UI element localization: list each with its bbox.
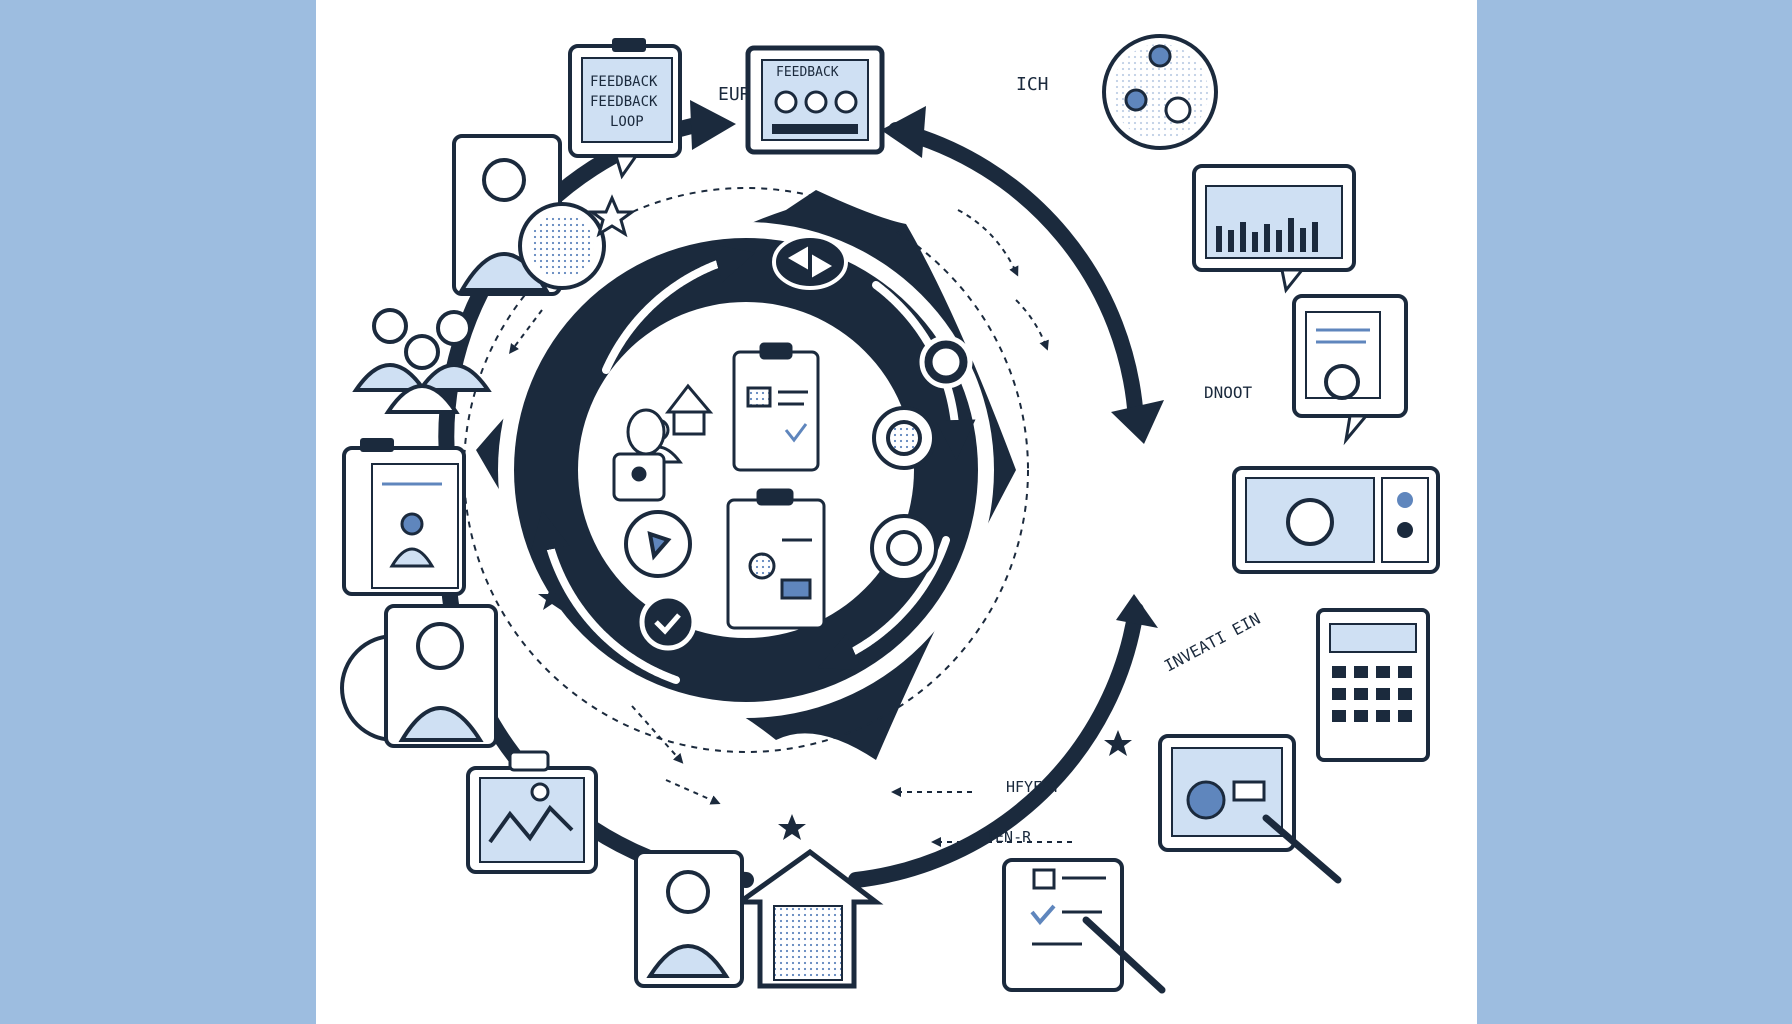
group-people-icon <box>352 308 492 414</box>
diagram-canvas: FEEDBACK FEEDBACK LOOP EURAIDH FEEDBACK … <box>316 0 1477 1024</box>
clipboard-text-line1: FEEDBACK <box>590 74 658 90</box>
outer-arrowheads <box>690 100 1164 628</box>
check-circle-icon <box>639 593 697 651</box>
network-map-icon <box>1102 34 1218 150</box>
clipboard-icon-top <box>732 342 820 472</box>
right-label: DNOOT <box>1204 383 1253 402</box>
bottom-label-1: HFYEST <box>1006 778 1060 796</box>
ring-gear-icon <box>919 335 973 389</box>
house-icon-small <box>664 383 714 436</box>
graph-board-icon <box>466 750 598 874</box>
document-stamp-icon <box>1292 294 1408 446</box>
checklist-pen-icon <box>1002 858 1166 994</box>
chart-monitor-icon <box>1192 164 1356 294</box>
presentation-pen-icon <box>1158 734 1342 884</box>
clipboard-text-line3: LOOP <box>610 114 644 130</box>
right-lower-label: INVEATI EIN <box>1161 609 1263 676</box>
house-icon <box>732 848 884 989</box>
lock-person-icon <box>612 408 666 502</box>
person-bust-icon <box>634 850 744 988</box>
gear-icon <box>624 406 938 582</box>
clipboard-person-icon <box>342 438 466 596</box>
board-title: FEEDBACK <box>776 65 839 80</box>
person-portrait-icon <box>340 604 498 748</box>
person-globe-icon <box>452 134 637 296</box>
control-panel-icon <box>1232 466 1440 574</box>
clipboard-text-line2: FEEDBACK <box>590 94 658 110</box>
bottom-label-2: TEN-R <box>986 828 1032 846</box>
clipboard-icon-bottom <box>726 488 826 630</box>
top-right-label: ICH <box>1016 74 1049 95</box>
feedback-board-icon <box>745 45 885 155</box>
cycle-arrows-icon <box>772 234 848 290</box>
dashed-orbit <box>463 187 1029 753</box>
star-icon <box>538 584 1132 840</box>
calculator-icon <box>1316 608 1430 762</box>
feedback-loop-diagram: FEEDBACK FEEDBACK LOOP EURAIDH FEEDBACK … <box>340 34 1440 994</box>
clipboard-feedback-icon <box>568 38 682 180</box>
dashed-arrows <box>509 209 1072 847</box>
